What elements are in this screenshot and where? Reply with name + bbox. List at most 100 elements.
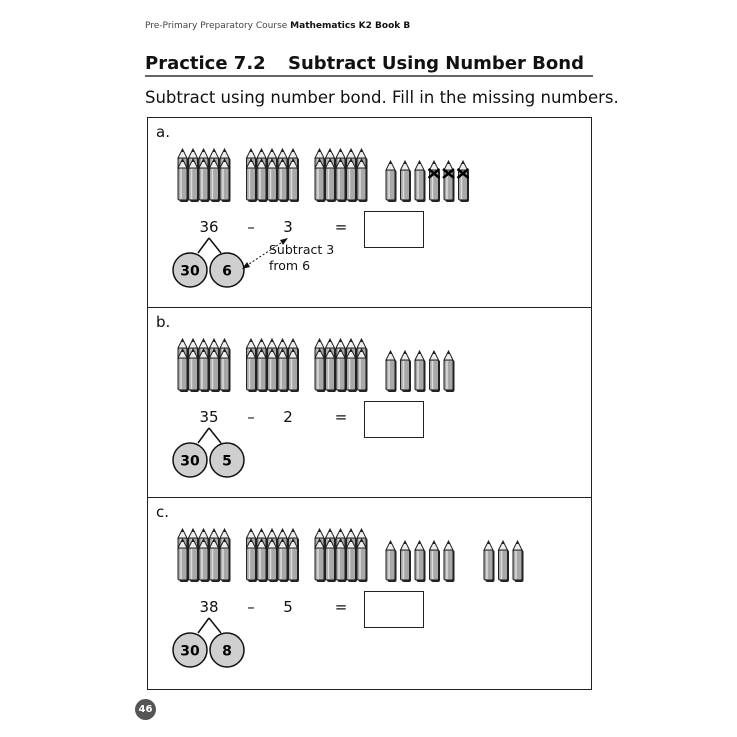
problem-c: c. (148, 497, 591, 688)
bond-branch (197, 617, 210, 634)
practice-number: Practice 7.2 (145, 53, 266, 74)
pencil-icon (428, 539, 440, 582)
bond-branch (208, 617, 222, 634)
practice-topic: Subtract Using Number Bond (288, 53, 584, 74)
cross-out-icon (442, 168, 455, 179)
pencil-icon (414, 349, 426, 392)
pencil-icon (256, 537, 268, 582)
pencil-icon (177, 347, 189, 392)
pencil-icon (497, 539, 509, 582)
pencil-icon (457, 159, 469, 202)
hint-line: Subtract 3 (269, 242, 335, 257)
pencil-icon (256, 347, 268, 392)
minuend: 36 (199, 218, 219, 236)
bond-part-circle (172, 252, 208, 288)
pencil-icon (324, 347, 336, 392)
pencil-icon (385, 159, 397, 202)
pencil-icon (443, 159, 455, 202)
pencil-icon (314, 157, 326, 202)
problem-label: b. (156, 313, 171, 331)
pencil-icon (245, 157, 257, 202)
pencil-icon (314, 347, 326, 392)
minuend: 38 (199, 598, 219, 616)
pencil-icon (177, 537, 189, 582)
problem-b: b. (148, 307, 591, 498)
subtrahend: 5 (283, 598, 293, 616)
pencil-icon (385, 349, 397, 392)
running-header: Pre-Primary Preparatory Course Mathemati… (145, 21, 410, 31)
pencil-icon (335, 157, 347, 202)
bond-part-circle (209, 632, 245, 668)
bond-part-tens: 30 (180, 264, 200, 280)
pencil-icon (443, 349, 455, 392)
pencil-icon (187, 347, 199, 392)
pencil-icon (187, 157, 199, 202)
pencil-icon (245, 347, 257, 392)
cross-out-icon (456, 168, 470, 179)
pencil-icon (356, 347, 368, 392)
pencil-icon (443, 539, 455, 582)
bond-part-tens: 30 (180, 644, 200, 660)
equals-sign: = (334, 598, 348, 616)
pencil-icon (356, 157, 368, 202)
bond-part-circle (209, 252, 245, 288)
hint-line: from 6 (269, 258, 311, 273)
bond-part-ones: 6 (222, 264, 232, 280)
answer-input-box[interactable] (364, 211, 424, 248)
problem-a: a. (148, 118, 591, 308)
bond-part-circle (172, 442, 208, 478)
number-bond: 30 6 (172, 237, 245, 288)
bond-branch (197, 427, 210, 444)
problem-label: c. (156, 503, 170, 521)
bond-branch (208, 427, 222, 444)
problem-label: a. (156, 123, 170, 141)
bond-part-circle (209, 442, 245, 478)
pencil-icon (356, 537, 368, 582)
pencil-icon (187, 537, 199, 582)
pencil-icon (345, 347, 357, 392)
equals-sign: = (334, 408, 348, 426)
ten-pencil-bundle (245, 337, 299, 392)
pencil-icon (345, 537, 357, 582)
pencil-icon (287, 157, 299, 202)
pencil-icon (399, 349, 411, 392)
bond-branch (208, 237, 222, 254)
pencil-icon (335, 347, 347, 392)
cross-out-icon (427, 168, 441, 179)
pencil-icon (385, 539, 397, 582)
ten-pencil-bundle (245, 147, 299, 202)
number-bond: 30 8 (172, 617, 245, 668)
pencil-icon (399, 159, 411, 202)
pencil-icon (414, 159, 426, 202)
pencil-icon (277, 347, 289, 392)
pencil-picture (177, 147, 470, 202)
pencil-icon (314, 537, 326, 582)
pencil-icon (345, 157, 357, 202)
subtrahend: 2 (283, 408, 293, 426)
bond-part-ones: 5 (222, 454, 232, 470)
minuend: 35 (199, 408, 219, 426)
pencil-icon (256, 157, 268, 202)
number-bond: 30 5 (172, 427, 245, 478)
pencil-icon (324, 157, 336, 202)
pencil-icon (208, 157, 220, 202)
pencil-picture (177, 527, 524, 582)
pencil-icon (512, 539, 524, 582)
pencil-icon (219, 157, 231, 202)
ten-pencil-bundle (314, 147, 368, 202)
page-title: Practice 7.2 Subtract Using Number Bond (145, 53, 584, 74)
pencil-icon (483, 539, 495, 582)
pencil-icon (414, 539, 426, 582)
ten-pencil-bundle (177, 527, 231, 582)
pencil-icon (266, 537, 278, 582)
answer-input-box[interactable] (364, 401, 424, 438)
subtrahend: 3 (283, 218, 293, 236)
page-number: 46 (135, 699, 156, 720)
pencil-icon (287, 537, 299, 582)
ten-pencil-bundle (177, 337, 231, 392)
pencil-icon (428, 159, 440, 202)
pencil-icon (198, 537, 210, 582)
answer-input-box[interactable] (364, 591, 424, 628)
pencil-icon (198, 347, 210, 392)
